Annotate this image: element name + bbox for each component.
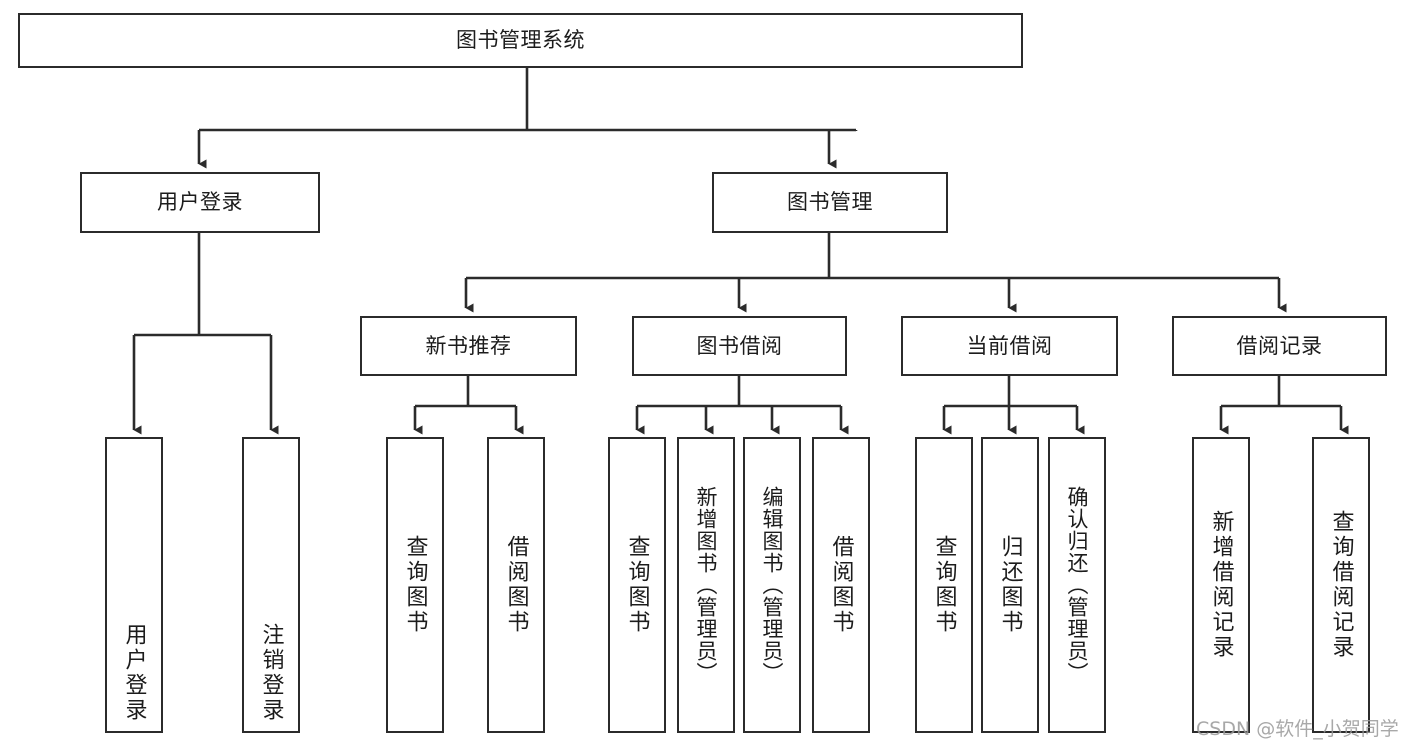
leaf-add-borrow-record[interactable]: 新增借阅记录 bbox=[1192, 437, 1250, 733]
leaf-label: 查询图书 bbox=[402, 535, 428, 635]
node-book-management[interactable]: 图书管理 bbox=[712, 172, 948, 233]
leaf-query-borrow-record[interactable]: 查询借阅记录 bbox=[1312, 437, 1370, 733]
leaf-edit-book-admin[interactable]: 编辑图书（管理员） bbox=[743, 437, 801, 733]
leaf-confirm-return-admin[interactable]: 确认归还（管理员） bbox=[1048, 437, 1106, 733]
node-label: 新书推荐 bbox=[425, 333, 512, 358]
leaf-label: 归还图书 bbox=[997, 535, 1023, 635]
leaf-label: 借阅图书 bbox=[503, 535, 529, 635]
leaf-borrow-book-recommend[interactable]: 借阅图书 bbox=[487, 437, 545, 733]
leaf-label: 借阅图书 bbox=[828, 535, 854, 635]
leaf-label: 确认归还（管理员） bbox=[1065, 486, 1090, 684]
leaf-label: 注销登录 bbox=[258, 623, 284, 723]
node-label: 图书管理 bbox=[787, 190, 873, 215]
node-current-borrow[interactable]: 当前借阅 bbox=[901, 316, 1118, 376]
node-label: 借阅记录 bbox=[1236, 333, 1323, 358]
node-root-book-management-system[interactable]: 图书管理系统 bbox=[18, 13, 1023, 68]
node-new-book-recommend[interactable]: 新书推荐 bbox=[360, 316, 577, 376]
csdn-watermark: CSDN @软件_小贺同学 bbox=[1196, 718, 1399, 740]
leaf-user-login[interactable]: 用户登录 bbox=[105, 437, 163, 733]
leaf-label: 查询图书 bbox=[624, 535, 650, 635]
node-label: 用户登录 bbox=[157, 190, 243, 215]
node-label: 当前借阅 bbox=[966, 333, 1053, 358]
leaf-label: 查询图书 bbox=[931, 535, 957, 635]
node-borrow-records[interactable]: 借阅记录 bbox=[1172, 316, 1387, 376]
leaf-logout-login[interactable]: 注销登录 bbox=[242, 437, 300, 733]
leaf-add-book-admin[interactable]: 新增图书（管理员） bbox=[677, 437, 735, 733]
node-label: 图书管理系统 bbox=[456, 28, 585, 53]
leaf-label: 新增图书（管理员） bbox=[694, 486, 719, 684]
leaf-query-book-borrow[interactable]: 查询图书 bbox=[608, 437, 666, 733]
node-label: 图书借阅 bbox=[696, 333, 783, 358]
node-user-login[interactable]: 用户登录 bbox=[80, 172, 320, 233]
leaf-label: 查询借阅记录 bbox=[1328, 510, 1354, 660]
leaf-query-book-recommend[interactable]: 查询图书 bbox=[386, 437, 444, 733]
leaf-label: 用户登录 bbox=[121, 623, 147, 723]
leaf-query-book-current[interactable]: 查询图书 bbox=[915, 437, 973, 733]
leaf-label: 编辑图书（管理员） bbox=[760, 486, 785, 684]
leaf-label: 新增借阅记录 bbox=[1208, 510, 1234, 660]
node-book-borrow[interactable]: 图书借阅 bbox=[632, 316, 847, 376]
leaf-return-book[interactable]: 归还图书 bbox=[981, 437, 1039, 733]
leaf-borrow-book[interactable]: 借阅图书 bbox=[812, 437, 870, 733]
